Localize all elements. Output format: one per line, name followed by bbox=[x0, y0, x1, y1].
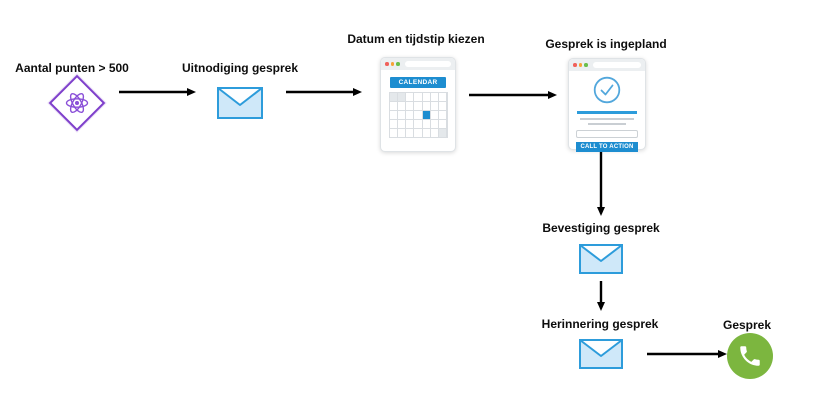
node-call-label: Gesprek bbox=[722, 318, 772, 332]
confirmation-browser-icon: CALL TO ACTION bbox=[568, 58, 646, 152]
envelope-icon bbox=[217, 87, 263, 119]
url-bar bbox=[592, 62, 641, 68]
window-dot-red bbox=[573, 63, 577, 67]
checkmark-circle-icon bbox=[593, 76, 621, 104]
window-dot-red bbox=[385, 62, 389, 66]
decision-diamond bbox=[48, 74, 106, 132]
browser-titlebar bbox=[569, 59, 645, 71]
node-reminder-label: Herinnering gesprek bbox=[541, 317, 659, 331]
call-to-action-button: CALL TO ACTION bbox=[576, 142, 638, 152]
node-points-label: Aantal punten > 500 bbox=[15, 61, 129, 75]
node-scheduled-label: Gesprek is ingepland bbox=[545, 37, 667, 51]
window-dot-orange bbox=[578, 63, 582, 67]
node-confirmation-label: Bevestiging gesprek bbox=[542, 221, 660, 235]
url-bar bbox=[404, 61, 451, 67]
calendar-selected-day bbox=[422, 111, 430, 119]
window-dot-orange bbox=[390, 62, 394, 66]
calendar-browser-icon: CALENDAR bbox=[380, 57, 456, 152]
phone-icon bbox=[727, 333, 773, 379]
atom-icon bbox=[65, 92, 89, 114]
calendar-banner: CALENDAR bbox=[390, 77, 446, 88]
envelope-icon bbox=[579, 339, 623, 369]
node-invite-label: Uitnodiging gesprek bbox=[181, 61, 299, 75]
calendar-grid bbox=[388, 92, 448, 138]
browser-titlebar bbox=[381, 58, 455, 70]
text-line bbox=[588, 123, 626, 125]
window-dot-green bbox=[584, 63, 588, 67]
text-line-accent bbox=[577, 111, 637, 114]
node-datetime-label: Datum en tijdstip kiezen bbox=[347, 32, 485, 46]
envelope-icon bbox=[579, 244, 623, 274]
text-line bbox=[580, 118, 634, 120]
input-field-placeholder bbox=[576, 130, 638, 138]
window-dot-green bbox=[396, 62, 400, 66]
